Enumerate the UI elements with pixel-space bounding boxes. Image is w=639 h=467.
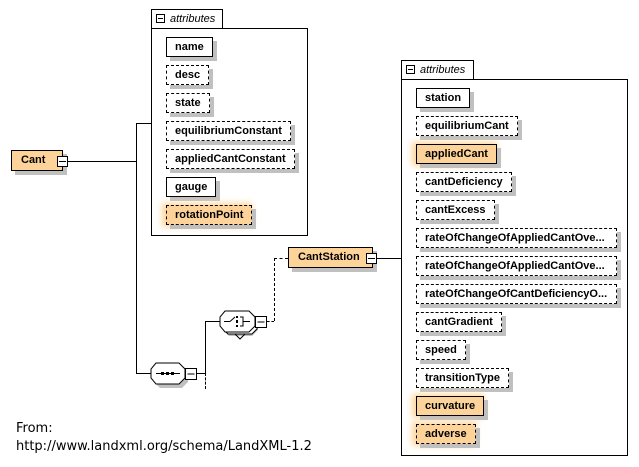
root-attributes-group: attributes name desc state equilibriumCo… (151, 9, 308, 236)
element-label: CantStation (298, 251, 360, 263)
attribute-rate-of-change-cant-deficiency[interactable]: rateOfChangeOfCantDeficiencyO... (416, 284, 617, 304)
attribute-label: cantDeficiency (425, 176, 503, 188)
attribute-label: rateOfChangeOfCantDeficiencyO... (425, 288, 608, 300)
attribute-label: state (175, 97, 201, 109)
attributes-tab[interactable]: attributes (401, 60, 474, 79)
attribute-adverse[interactable]: adverse (416, 424, 476, 444)
attribute-transition-type[interactable]: transitionType (416, 368, 509, 388)
attribute-label: equilibriumConstant (175, 125, 282, 137)
collapse-button[interactable] (57, 156, 68, 167)
attribute-label: rotationPoint (175, 209, 244, 221)
attribute-label: appliedCant (425, 148, 488, 160)
connector (136, 123, 137, 373)
attribute-cant-gradient[interactable]: cantGradient (416, 312, 502, 332)
choice-compositor[interactable] (219, 310, 269, 342)
attribute-label: cantGradient (425, 316, 493, 328)
element-label: Cant (21, 154, 46, 166)
attribute-curvature[interactable]: curvature (416, 396, 485, 416)
attribute-cant-deficiency[interactable]: cantDeficiency (416, 172, 512, 192)
attribute-name[interactable]: name (166, 37, 213, 57)
attribute-applied-cant[interactable]: appliedCant (416, 144, 497, 164)
attribute-gauge[interactable]: gauge (166, 177, 217, 197)
connector-optional (205, 373, 206, 389)
attribute-label: station (425, 92, 462, 104)
attribute-label: rateOfChangeOfAppliedCantOve... (425, 260, 605, 272)
child-attributes-group: attributes station equilibriumCant appli… (401, 60, 628, 456)
attribute-speed[interactable]: speed (416, 340, 466, 360)
attribute-station[interactable]: station (416, 88, 471, 108)
connector-optional (274, 258, 288, 259)
attribute-equilibrium-constant[interactable]: equilibriumConstant (166, 121, 291, 141)
attributes-label: attributes (170, 13, 216, 25)
sequence-icon (156, 372, 180, 375)
collapse-icon[interactable] (156, 14, 165, 23)
attribute-rotation-point[interactable]: rotationPoint (166, 205, 253, 225)
source-from-label: From: (16, 421, 53, 436)
attribute-label: gauge (175, 181, 208, 193)
attribute-applied-cant-constant[interactable]: appliedCantConstant (166, 149, 295, 169)
attribute-label: desc (175, 69, 201, 81)
connector-optional (267, 321, 274, 322)
attribute-label: name (175, 41, 204, 53)
collapse-icon[interactable] (406, 65, 415, 74)
connector (205, 321, 220, 322)
connector (196, 373, 205, 374)
attribute-label: cantExcess (425, 204, 486, 216)
attribute-label: equilibriumCant (425, 120, 509, 132)
connector (377, 258, 401, 259)
root-element-cant[interactable]: Cant (11, 150, 63, 171)
child-element-cant-station[interactable]: CantStation (288, 247, 373, 268)
attribute-desc[interactable]: desc (166, 65, 210, 85)
attribute-label: appliedCantConstant (175, 153, 286, 165)
choice-icon (224, 316, 250, 327)
attribute-label: speed (425, 344, 457, 356)
attribute-state[interactable]: state (166, 93, 210, 113)
source-url: http://www.landxml.org/schema/LandXML-1.… (16, 439, 312, 454)
attribute-label: adverse (425, 428, 467, 440)
connector (136, 123, 151, 124)
connector-optional (274, 258, 275, 321)
connector (136, 373, 151, 374)
attribute-rate-of-change-applied-cant-1[interactable]: rateOfChangeOfAppliedCantOve... (416, 228, 617, 248)
sequence-compositor[interactable] (150, 362, 198, 390)
connector (67, 161, 136, 162)
attribute-label: transitionType (425, 372, 500, 384)
attribute-equilibrium-cant[interactable]: equilibriumCant (416, 116, 518, 136)
attribute-label: rateOfChangeOfAppliedCantOve... (425, 232, 605, 244)
attributes-label: attributes (420, 64, 466, 76)
attributes-tab[interactable]: attributes (151, 9, 223, 28)
attribute-rate-of-change-applied-cant-2[interactable]: rateOfChangeOfAppliedCantOve... (416, 256, 617, 276)
connector (205, 321, 206, 373)
collapse-button[interactable] (366, 253, 377, 264)
attribute-label: curvature (425, 400, 476, 412)
attribute-cant-excess[interactable]: cantExcess (416, 200, 495, 220)
